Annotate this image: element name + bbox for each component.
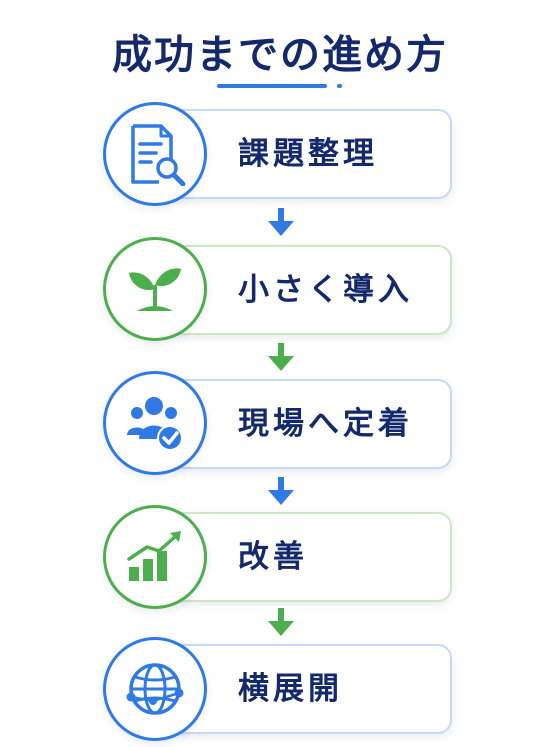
step-icon-circle-3 [103,371,207,475]
step-icon-circle-1 [103,102,207,206]
arrow-down-icon [268,477,294,505]
step-label-1: 課題整理 [238,136,378,172]
team-check-icon [127,397,183,451]
step-label-5: 横展開 [238,671,343,707]
step-label-3: 現場へ定着 [238,406,413,442]
page-title: 成功までの進め方 [112,32,448,78]
arrow-down-icon [268,343,294,371]
step-icon-circle-4 [103,505,207,609]
step-icon-circle-2 [103,237,207,341]
title-underline-dot [337,84,342,88]
arrow-down-icon [268,208,294,236]
step-card-1 [170,109,452,199]
step-label-4: 改善 [238,539,308,575]
step-label-2: 小さく導入 [238,272,413,308]
step-card-3 [170,379,452,469]
step-card-5 [170,644,452,734]
globe-network-icon [126,663,184,715]
step-card-4 [170,512,452,602]
growth-chart-icon [127,531,181,581]
sprout-icon [129,268,181,311]
arrow-down-icon [268,608,294,636]
step-card-2 [170,245,452,335]
title-underline [217,84,327,88]
step-icon-circle-5 [103,637,207,741]
document-search-icon [131,124,186,186]
